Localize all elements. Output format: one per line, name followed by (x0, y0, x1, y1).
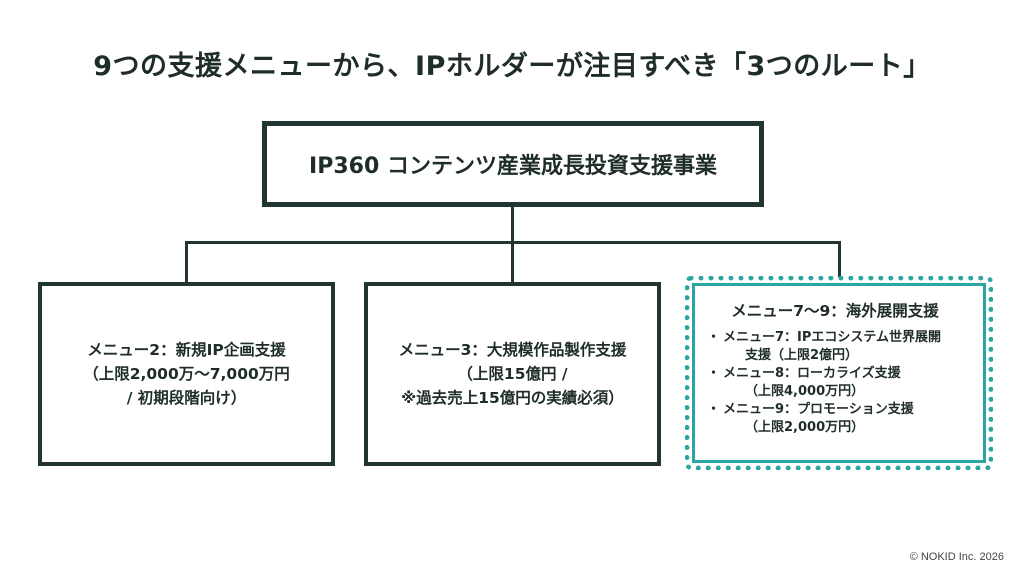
menu-3-line-2: （上限15億円 / (457, 365, 568, 383)
menu-7-9-title: メニュー7〜9：海外展開支援 (731, 302, 939, 320)
menu-2-node: メニュー2：新規IP企画支援 （上限2,000万〜7,000万円 / 初期段階向… (38, 282, 335, 466)
list-item-menu-9: ・ メニュー9：プロモーション支援 （上限2,000万円） (705, 401, 975, 437)
menu-2-line-3: / 初期段階向け） (126, 389, 247, 407)
menu-3-line-1: メニュー3：大規模作品製作支援 (398, 341, 627, 359)
connector-drop-menu2 (185, 241, 188, 283)
root-node-label: IP360 コンテンツ産業成長投資支援事業 (309, 154, 717, 179)
bullet-icon: ・ (707, 402, 721, 417)
menu-7-9-node: メニュー7〜9：海外展開支援 ・ メニュー7：IPエコシステム世界展開 支援（上… (692, 283, 986, 463)
menu-9-line-2: （上限2,000万円） (745, 420, 865, 435)
page-title: 9つの支援メニューから、IPホルダーが注目すべき「3つのルート」 (93, 51, 931, 82)
menu-7-line-2: 支援（上限2億円） (745, 348, 859, 363)
copyright-notice: © NOKID Inc. 2026 (909, 551, 1004, 563)
menu-9-line-1: メニュー9：プロモーション支援 (723, 402, 914, 417)
list-item-menu-7: ・ メニュー7：IPエコシステム世界展開 支援（上限2億円） (705, 329, 975, 365)
bullet-icon: ・ (707, 330, 721, 345)
menu-3-line-3: ※過去売上15億円の実績必須） (401, 389, 624, 407)
connector-drop-menu7-9 (838, 241, 841, 277)
bullet-icon: ・ (707, 366, 721, 381)
menu-8-line-2: （上限4,000万円） (745, 384, 865, 399)
menu-7-9-list: ・ メニュー7：IPエコシステム世界展開 支援（上限2億円） ・ メニュー8：ロ… (705, 329, 975, 437)
menu-7-line-1: メニュー7：IPエコシステム世界展開 (723, 330, 942, 345)
connector-drop-menu3 (511, 241, 514, 283)
highlight-dotted-frame (685, 276, 993, 470)
menu-3-node: メニュー3：大規模作品製作支援 （上限15億円 / ※過去売上15億円の実績必須… (364, 282, 661, 466)
menu-8-line-1: メニュー8：ローカライズ支援 (723, 366, 901, 381)
list-item-menu-8: ・ メニュー8：ローカライズ支援 （上限4,000万円） (705, 365, 975, 401)
connector-root-stem (511, 207, 514, 243)
menu-2-line-1: メニュー2：新規IP企画支援 (87, 341, 286, 359)
root-node: IP360 コンテンツ産業成長投資支援事業 (262, 121, 764, 207)
menu-2-line-2: （上限2,000万〜7,000万円 (83, 365, 290, 383)
